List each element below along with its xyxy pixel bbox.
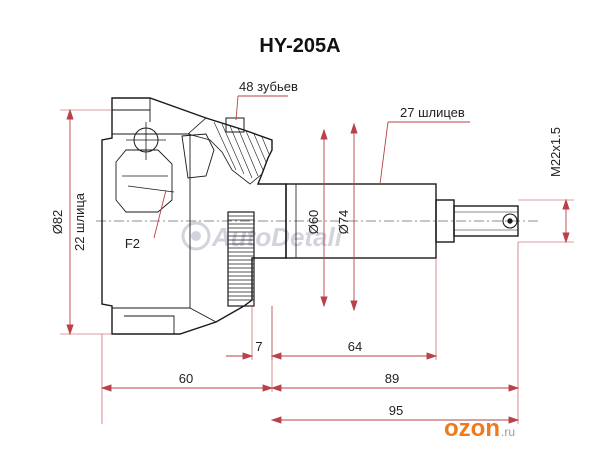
watermark: AutoDetali	[181, 221, 343, 252]
thread-label: M22x1.5	[548, 127, 563, 177]
autodetali-gear-icon	[181, 221, 211, 251]
dimension-lines	[60, 95, 574, 424]
dim-7-label: 7	[255, 339, 262, 354]
teeth-tab	[225, 117, 245, 133]
ozon-logo-icon: ozon .ru	[444, 415, 515, 442]
abs-tooth-ring	[227, 211, 255, 307]
diameter-60-label: Ø60	[306, 210, 321, 235]
dim-60-label: 60	[179, 371, 193, 386]
diameter-74-label: Ø74	[336, 210, 351, 235]
f2-label: F2	[125, 236, 140, 251]
logo-brand: ozon	[444, 415, 500, 442]
spline-count-label: 27 шлицев	[400, 105, 465, 120]
logo-domain: .ru	[501, 425, 515, 439]
inner-splines-label: 22 шлица	[72, 192, 87, 251]
outer-diameter-label: Ø82	[50, 210, 65, 235]
part-number-title: HY-205A	[259, 35, 340, 57]
watermark-text: AutoDetali	[211, 222, 343, 252]
dim-64-label: 64	[348, 339, 362, 354]
joint-housing	[101, 97, 287, 335]
dim-89-label: 89	[385, 371, 399, 386]
teeth-count-label: 48 зубьев	[239, 79, 298, 94]
dim-95-label: 95	[389, 403, 403, 418]
